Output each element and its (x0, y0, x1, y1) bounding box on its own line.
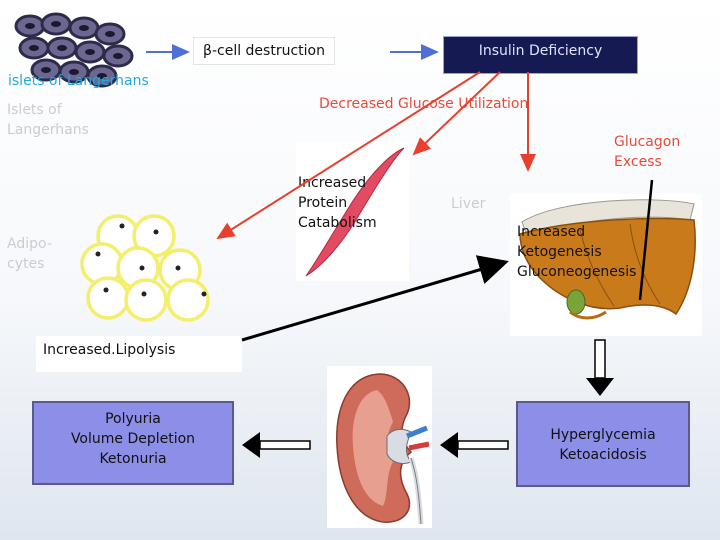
islet-cells-illustration (14, 12, 134, 88)
arrow-kidney-to-polyuria (242, 432, 311, 458)
glucagon-line (638, 179, 654, 301)
liver-process-label: Increased Ketogenesis Gluconeogenesis (517, 224, 637, 280)
hyperglycemia-box: Hyperglycemia Ketoacidosis (516, 401, 690, 487)
arrow-insulin-to-adipocytes (216, 71, 481, 240)
islets-overlay-label: islets of Langerhans (8, 73, 149, 89)
kidney-illustration (336, 373, 430, 525)
decreased-glucose-label: Decreased Glucose Utilization (319, 96, 529, 112)
glucagon-excess-label: Glucagon Excess (614, 134, 681, 170)
increased-lipolysis-box: Increased.Lipolysis (36, 336, 242, 372)
beta-cell-destruction-box: β-cell destruction (193, 37, 335, 65)
increased-protein-label: Increased Protein Catabolism (298, 175, 377, 231)
liver-illustration (519, 199, 696, 320)
arrow-insulin-to-muscle (412, 71, 501, 156)
insulin-deficiency-box: Insulin Deficiency (443, 36, 638, 74)
adipocytes-label: Adipo- cytes (7, 236, 52, 272)
adipocytes-illustration (80, 214, 210, 322)
arrow-liver-to-hyperglycemia (586, 339, 614, 396)
arrow-lipolysis-to-liver (241, 255, 509, 342)
liver-label: Liver (451, 196, 486, 212)
beta-cell-destruction-label: β-cell destruction (203, 43, 325, 59)
increased-lipolysis-label: Increased.Lipolysis (43, 342, 176, 358)
muscle-illustration (305, 147, 405, 277)
islets-label: Islets of Langerhans (7, 102, 89, 138)
polyuria-box: Polyuria Volume Depletion Ketonuria (32, 401, 234, 485)
insulin-deficiency-label: Insulin Deficiency (478, 43, 603, 59)
polyuria-label: Polyuria Volume Depletion Ketonuria (70, 411, 196, 467)
hyperglycemia-label: Hyperglycemia Ketoacidosis (550, 427, 656, 463)
arrow-hyperglycemia-to-kidney (440, 432, 509, 458)
